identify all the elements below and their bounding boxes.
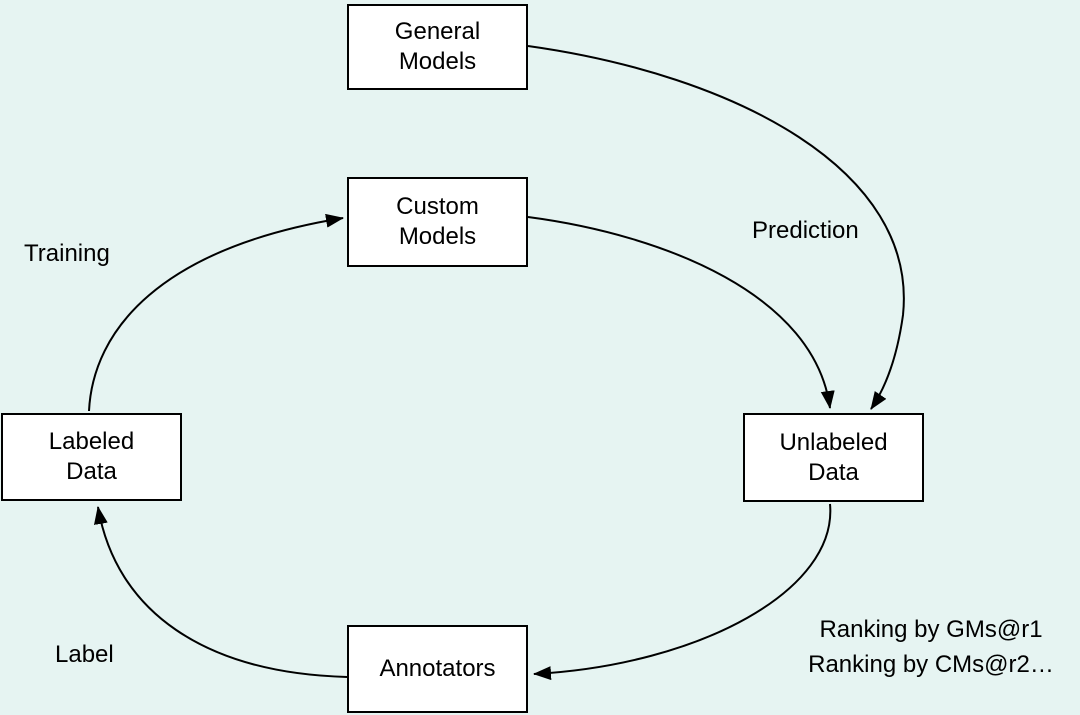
node-unlabeled-data: Unlabeled Data (743, 413, 924, 502)
node-label-line: Data (66, 458, 117, 485)
arrow-training-labeled-data-to-custom-models (88, 213, 344, 412)
node-label-line: General (394, 18, 481, 45)
node-label-line: Custom (396, 193, 479, 220)
arrow-prediction-custom-models-to-unlabeled-data (527, 216, 835, 409)
node-label-line: Unlabeled (779, 428, 888, 456)
node-label-line: Data (808, 458, 859, 486)
node-label-line: Labeled (48, 428, 135, 455)
edge-label-ranking-line-1: Ranking by GMs@r1 (819, 616, 1043, 643)
arrow-label-annotators-to-labeled-data (93, 506, 348, 678)
edge-label-ranking: Ranking by GMs@r1 Ranking by CMs@r2… (790, 612, 1072, 682)
arrow-ranking-unlabeled-data-to-annotators (533, 503, 832, 681)
node-labeled-data: Labeled Data (1, 413, 182, 501)
arrow-general-models-to-unlabeled-data (527, 45, 905, 410)
node-label-line: Models (398, 223, 477, 250)
node-custom-models: Custom Models (347, 177, 528, 267)
edge-label-ranking-line-2: Ranking by CMs@r2… (808, 651, 1054, 678)
node-annotators: Annotators (347, 625, 528, 713)
edge-label-training: Training (24, 240, 110, 267)
node-label-line: Annotators (379, 655, 496, 682)
edge-label-label: Label (55, 641, 114, 668)
node-label-line: Models (398, 48, 477, 75)
edge-label-prediction: Prediction (752, 217, 859, 244)
node-general-models: General Models (347, 4, 528, 90)
